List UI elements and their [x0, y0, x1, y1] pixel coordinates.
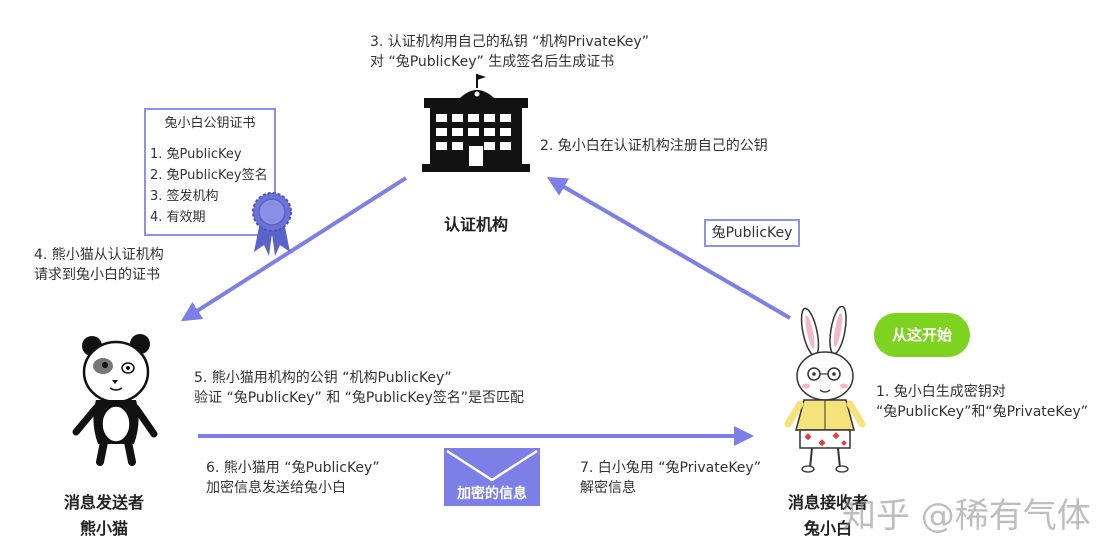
step7-line1: 7. 白小兔用 “兔PrivateKey” [580, 460, 761, 476]
zhihu-watermark: 知乎 @稀有气体 [842, 496, 1091, 536]
certificate-item: 1. 兔PublicKey [150, 147, 242, 162]
step1-line2: “兔PublicKey”和“兔PrivateKey” [876, 404, 1089, 420]
certificate-item: 4. 有效期 [150, 210, 206, 225]
step5-note: 5. 熊小猫用机构的公钥 “机构PublicKey” 验证 “兔PublicKe… [194, 368, 524, 408]
panda-avatar-icon [72, 334, 158, 466]
step1-line1: 1. 兔小白生成密钥对 [876, 384, 1006, 400]
step6-line1: 6. 熊小猫用 “兔PublicKey” [206, 460, 380, 476]
sender-label: 消息发送者 熊小猫 [44, 490, 164, 542]
certificate-item: 3. 签发机构 [150, 189, 219, 204]
step7-note: 7. 白小兔用 “兔PrivateKey” 解密信息 [580, 458, 761, 498]
sender-role: 消息发送者 [63, 493, 144, 512]
receiver-name: 兔小白 [803, 519, 852, 538]
arrow-authority-to-panda [180, 176, 408, 322]
envelope-icon [444, 448, 540, 506]
receiver-role: 消息接收者 [787, 493, 868, 512]
step5-line1: 5. 熊小猫用机构的公钥 “机构PublicKey” [194, 370, 452, 386]
public-key-box: 兔PublicKey [704, 219, 800, 247]
step3-line2: 对 “兔PublicKey” 生成签名后生成证书 [370, 54, 615, 70]
step4-line2: 请求到兔小白的证书 [34, 267, 160, 283]
authority-label: 认证机构 [443, 215, 508, 234]
certificate-item: 2. 兔PublicKey签名 [150, 168, 268, 183]
authority-building-icon [422, 74, 530, 172]
step5-line2: 验证 “兔PublicKey” 和 “兔PublicKey签名”是否匹配 [194, 390, 524, 406]
step4-note: 4. 熊小猫从认证机构 请求到兔小白的证书 [34, 245, 164, 285]
step7-line2: 解密信息 [580, 480, 636, 496]
certificate-card: 兔小白公钥证书 1. 兔PublicKey 2. 兔PublicKey签名 3.… [144, 108, 276, 236]
step3-line1: 3. 认证机构用自己的私钥 “机构PrivateKey” [370, 34, 649, 50]
step3-note: 3. 认证机构用自己的私钥 “机构PrivateKey” 对 “兔PublicK… [370, 32, 649, 72]
receiver-label: 消息接收者 兔小白 [768, 490, 888, 542]
arrow-rabbit-to-authority [546, 176, 792, 320]
sender-name: 熊小猫 [79, 519, 128, 538]
step6-line2: 加密信息发送给兔小白 [206, 480, 346, 496]
certificate-items: 1. 兔PublicKey 2. 兔PublicKey签名 3. 签发机构 4.… [150, 144, 268, 228]
step4-line1: 4. 熊小猫从认证机构 [34, 247, 164, 263]
envelope-label: 加密的信息 [457, 486, 527, 502]
rabbit-avatar-icon [784, 306, 866, 473]
certificate-title: 兔小白公钥证书 [164, 116, 256, 131]
seal-ribbon-icon [252, 192, 292, 256]
step1-note: 1. 兔小白生成密钥对 “兔PublicKey”和“兔PrivateKey” [876, 382, 1088, 422]
start-here-badge: 从这开始 [874, 313, 970, 357]
step6-note: 6. 熊小猫用 “兔PublicKey” 加密信息发送给兔小白 [206, 458, 380, 498]
step2-note: 2. 兔小白在认证机构注册自己的公钥 [540, 138, 768, 154]
